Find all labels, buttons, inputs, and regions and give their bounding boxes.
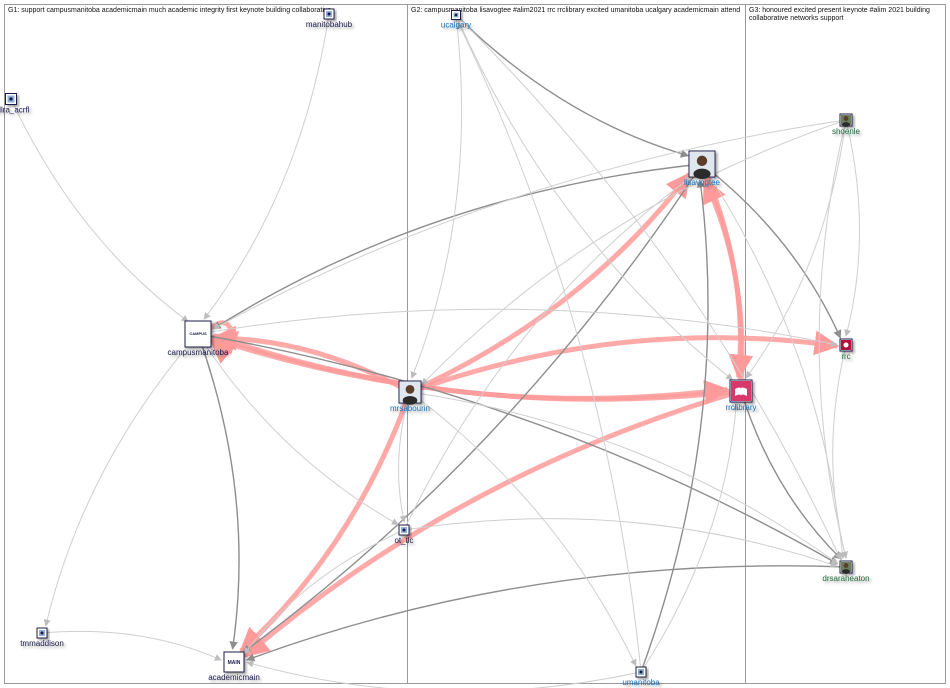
node-cdlra_acrfl-label: cdlra_acrfl bbox=[0, 106, 30, 115]
node-rrclibrary-label: rrclibrary bbox=[725, 403, 756, 412]
edge-umanitoba-to-academicmain bbox=[247, 662, 641, 688]
node-academicmain[interactable]: MAIN academicmain bbox=[208, 652, 260, 682]
svg-text:CAMPUS: CAMPUS bbox=[189, 331, 207, 336]
node-campusmanitoba-label: campusmanitoba bbox=[168, 348, 229, 357]
node-campusmanitoba-avatar-icon: CAMPUS bbox=[185, 321, 211, 347]
edge-rrc-to-drsaraheaton bbox=[833, 345, 846, 558]
node-ucalgary-label: ucalgary bbox=[441, 21, 471, 30]
edge-ucalgary-to-lisavogtee bbox=[456, 15, 688, 156]
node-shoenle-label: shoenle bbox=[832, 127, 861, 136]
node-shoenle[interactable]: shoenle bbox=[832, 114, 861, 136]
node-rrc-label: rrc bbox=[841, 352, 850, 361]
node-lisavogtee[interactable]: lisavogtee bbox=[684, 151, 721, 187]
edge-ucalgary-to-rrclibrary bbox=[456, 15, 733, 380]
node-shoenle-avatar-icon bbox=[840, 114, 852, 127]
node-ucalgary-avatar-icon bbox=[452, 11, 461, 20]
node-tmmaddison-avatar-icon bbox=[37, 628, 47, 638]
edge-shoenle-to-rrc bbox=[846, 120, 860, 336]
node-manitobahub-avatar-icon bbox=[324, 9, 334, 19]
edge-ucalgary-to-mrsabourin bbox=[412, 15, 462, 378]
node-academicmain-label: academicmain bbox=[208, 673, 260, 682]
edges-layer bbox=[11, 14, 860, 688]
node-drsaraheaton-avatar-icon bbox=[840, 561, 852, 574]
node-ot_tlc-avatar-icon bbox=[399, 525, 409, 535]
edge-shoenle-to-campusmanitoba bbox=[213, 120, 846, 329]
node-mrsabourin-avatar-icon bbox=[399, 381, 421, 405]
node-manitobahub[interactable]: manitobahub bbox=[306, 9, 353, 29]
node-drsaraheaton[interactable]: drsaraheaton bbox=[822, 561, 869, 583]
node-lisavogtee-avatar-icon bbox=[689, 151, 715, 179]
node-tmmaddison-label: tmmaddison bbox=[20, 639, 64, 648]
edge-tmmaddison-to-academicmain bbox=[42, 631, 221, 660]
edge-manitobahub-to-campusmanitoba bbox=[204, 14, 329, 319]
edge-cdlra_acrfl-to-campusmanitoba bbox=[11, 99, 188, 321]
node-mrsabourin-label: mrsabourin bbox=[390, 404, 430, 413]
node-umanitoba-label: umanitoba bbox=[622, 678, 660, 687]
node-drsaraheaton-label: drsaraheaton bbox=[822, 574, 869, 583]
edge-shoenle-to-mrsabourin bbox=[422, 120, 846, 385]
edge-campusmanitoba-to-tmmaddison bbox=[46, 334, 198, 626]
node-tmmaddison[interactable]: tmmaddison bbox=[20, 628, 64, 648]
node-cdlra_acrfl[interactable]: cdlra_acrfl bbox=[0, 94, 30, 115]
edge-umanitoba-to-lisavogtee bbox=[641, 180, 708, 672]
node-cdlra_acrfl-avatar-icon bbox=[6, 94, 17, 105]
edge-rrclibrary-to-drsaraheaton bbox=[741, 391, 841, 559]
edge-mrsabourin-to-rrc bbox=[410, 338, 837, 392]
edge-mrsabourin-to-academicmain bbox=[241, 392, 410, 651]
node-umanitoba[interactable]: umanitoba bbox=[622, 667, 660, 687]
node-rrc-avatar-icon bbox=[840, 339, 852, 351]
node-manitobahub-label: manitobahub bbox=[306, 20, 353, 29]
node-rrc[interactable]: rrc bbox=[840, 339, 852, 361]
edge-drsaraheaton-to-academicmain bbox=[247, 566, 846, 660]
node-rrclibrary[interactable]: rrclibrary bbox=[725, 380, 756, 412]
node-rrclibrary-avatar-icon bbox=[730, 380, 752, 402]
node-umanitoba-avatar-icon bbox=[636, 667, 646, 677]
edge-rrclibrary-to-lisavogtee bbox=[705, 180, 742, 391]
node-lisavogtee-label: lisavogtee bbox=[684, 178, 721, 187]
node-academicmain-avatar-icon: MAIN bbox=[224, 652, 244, 672]
edge-campusmanitoba-to-academicmain bbox=[198, 334, 239, 649]
node-ucalgary[interactable]: ucalgary bbox=[441, 11, 471, 30]
svg-text:MAIN: MAIN bbox=[228, 660, 241, 666]
edge-mrsabourin-to-drsaraheaton bbox=[410, 392, 838, 564]
node-ot_tlc-label: ot_tlc bbox=[394, 536, 413, 545]
edge-mrsabourin-to-lisavogtee bbox=[410, 174, 689, 392]
